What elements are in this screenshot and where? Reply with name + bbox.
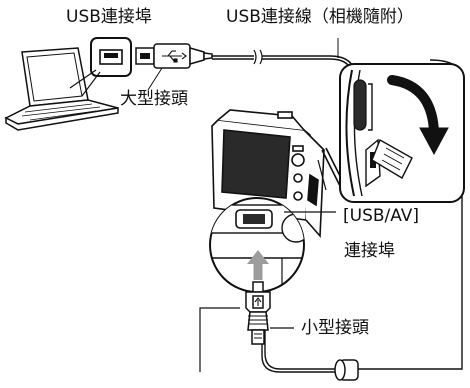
usb-av-port-sublabel: 連接埠 (344, 241, 395, 261)
usb-port-callout (69, 37, 132, 97)
usb-port-label: USB連接埠 (66, 7, 152, 27)
curved-arrow-icon (387, 75, 449, 156)
large-connector-label: 大型接頭 (120, 89, 188, 109)
port-detail-inset (339, 63, 465, 203)
port-zoom-circle (209, 197, 336, 293)
usb-av-port-label: [USB/AV] (343, 206, 420, 226)
ferrite-core-icon (334, 359, 359, 381)
small-connector (199, 281, 294, 372)
small-connector-label: 小型接頭 (301, 318, 369, 338)
camera-icon (211, 109, 353, 239)
usb-cable-label: USB連接線（相機隨附） (226, 7, 414, 27)
usb-icon (162, 50, 187, 63)
laptop-icon (4, 47, 119, 131)
up-arrow-icon (247, 250, 269, 280)
large-connector (135, 43, 213, 91)
